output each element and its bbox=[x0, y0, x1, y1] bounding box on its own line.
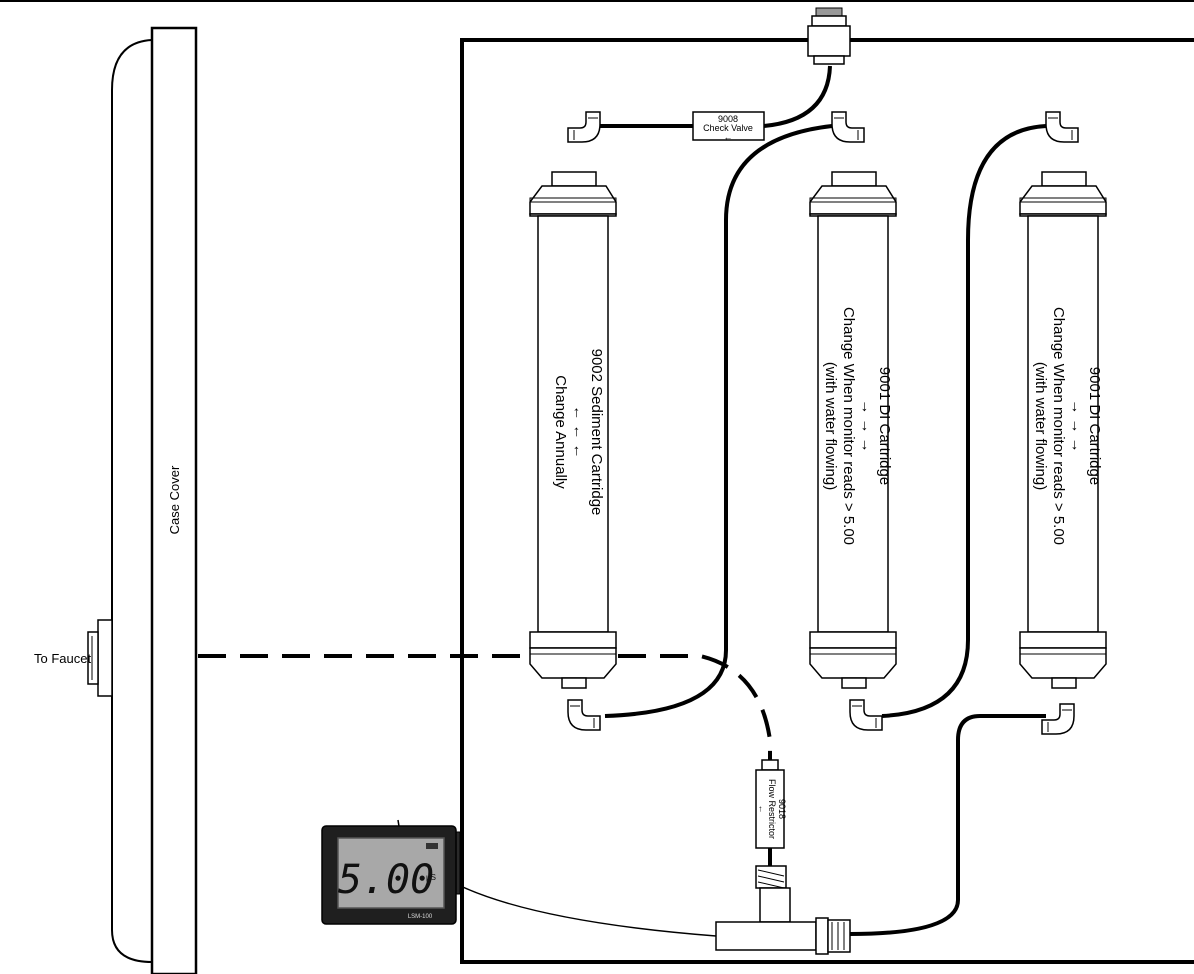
di1-note1: Change When monitor reads > 5.00 bbox=[840, 307, 857, 545]
di1-title: 9001 DI Cartridge bbox=[876, 367, 893, 485]
to-faucet-label: To Faucet bbox=[34, 651, 91, 666]
di2-note1: Change When monitor reads > 5.00 bbox=[1050, 307, 1067, 545]
di2-arrows: → → → bbox=[1068, 399, 1085, 452]
check-valve-name: Check Valve bbox=[703, 123, 753, 133]
tee-fitting bbox=[715, 865, 851, 955]
di-cartridge-1-label: 9001 DI Cartridge → → → Change When moni… bbox=[822, 307, 893, 545]
sensor-line bbox=[198, 654, 772, 760]
check-valve-part: 9008 bbox=[718, 114, 738, 124]
di2-note2: (with water flowing) bbox=[1032, 362, 1049, 490]
case-cover-label: Case Cover bbox=[167, 465, 182, 534]
monitor-reading: 5.00 bbox=[338, 857, 434, 903]
sediment-label: 9002 Sediment Cartridge ← ← ← Change Ann… bbox=[552, 349, 605, 516]
monitor-screen bbox=[337, 837, 445, 909]
check-valve: 9008 Check Valve ← bbox=[692, 111, 765, 142]
faucet-port bbox=[87, 619, 113, 697]
flow-restrictor-part: 9018 bbox=[777, 799, 787, 819]
monitor-unit: µS bbox=[426, 873, 436, 882]
di1-arrows: → → → bbox=[858, 399, 875, 452]
di1-note2: (with water flowing) bbox=[822, 362, 839, 490]
di2-title: 9001 DI Cartridge bbox=[1086, 367, 1103, 485]
check-valve-arrow: ← bbox=[724, 132, 733, 142]
inlet-fitting bbox=[807, 7, 851, 65]
di-cartridge-2-label: 9001 DI Cartridge → → → Change When moni… bbox=[1032, 307, 1103, 545]
conductivity-monitor: 5.00 µS LSM-100 bbox=[321, 825, 461, 925]
monitor-model: LSM-100 bbox=[408, 914, 433, 920]
case-cover: Case Cover bbox=[111, 26, 198, 974]
flow-restrictor-arrow: ← bbox=[757, 805, 767, 814]
sediment-arrows: ← ← ← bbox=[570, 405, 587, 458]
sediment-title: 9002 Sediment Cartridge bbox=[588, 349, 605, 516]
flow-restrictor-name: Flow Restrictor bbox=[767, 779, 777, 839]
tubing bbox=[600, 65, 1047, 936]
sediment-note: Change Annually bbox=[552, 375, 569, 489]
flow-restrictor: 9018 Flow Restrictor ← bbox=[755, 759, 787, 849]
